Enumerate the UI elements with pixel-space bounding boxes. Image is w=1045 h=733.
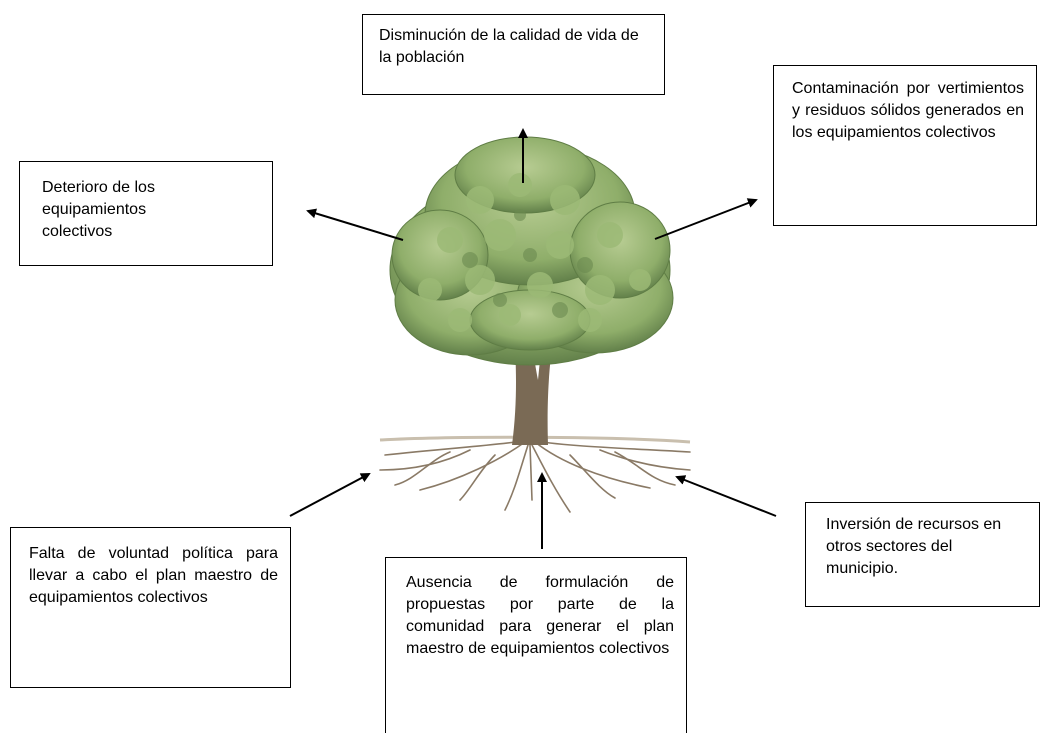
effect-text-top-right: Contaminación por vertimientos y residuo… (792, 80, 1024, 141)
cause-box-bottom-center: Ausencia de formulación de propuestas po… (385, 557, 687, 733)
effect-box-top-right: Contaminación por vertimientos y residuo… (773, 65, 1037, 226)
effect-box-top-left: Deterioro de los equipamientos colectivo… (19, 161, 273, 266)
tree-illustration (379, 136, 691, 513)
effect-box-top: Disminución de la calidad de vida de la … (362, 14, 665, 95)
effect-text-top-left: Deterioro de los equipamientos colectivo… (42, 179, 155, 240)
cause-text-bottom-center: Ausencia de formulación de propuestas po… (406, 574, 674, 657)
cause-box-bottom-right: Inversión de recursos en otros sectores … (805, 502, 1040, 607)
arrow-from-left-cause (289, 473, 371, 517)
cause-box-bottom-left: Falta de voluntad política para llevar a… (10, 527, 291, 688)
canopy-shadow (462, 209, 593, 318)
canopy-texture (418, 173, 651, 332)
effect-text-top: Disminución de la calidad de vida de la … (379, 27, 639, 66)
tree-roots (379, 439, 691, 513)
cause-text-bottom-right: Inversión de recursos en otros sectores … (826, 516, 1002, 577)
arrow-from-right-cause (675, 475, 777, 517)
cause-text-bottom-left: Falta de voluntad política para llevar a… (29, 545, 278, 606)
arrow-to-left-effect (306, 208, 404, 241)
arrow-to-right-effect (654, 198, 758, 240)
